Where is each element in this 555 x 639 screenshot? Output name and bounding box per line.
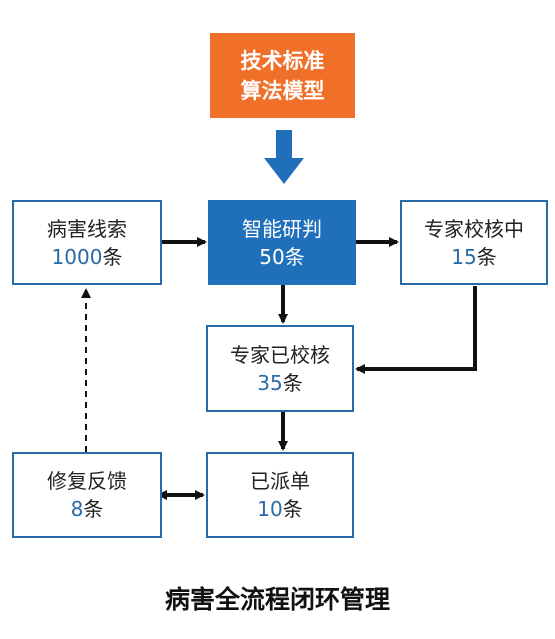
node-count: 15: [451, 244, 477, 269]
node-count: 8: [70, 497, 84, 521]
node-count-line: 1000条: [52, 243, 123, 271]
node-label: 专家校核中: [424, 216, 524, 241]
node-unit: 条: [102, 244, 123, 269]
node-count-line: 8条: [71, 495, 104, 523]
node-unit: 条: [476, 244, 497, 269]
arrow-reviewing-to-reviewed: [355, 286, 477, 374]
standards-models-box: 技术标准 算法模型: [210, 33, 355, 118]
node-unit: 条: [282, 497, 303, 521]
node-count-line: 35条: [257, 369, 302, 397]
node-count: 1000: [51, 244, 103, 269]
node-unit: 条: [83, 497, 104, 521]
standards-label: 技术标准: [240, 48, 325, 73]
node-dispatched: 已派单 10条: [206, 452, 354, 538]
node-unit: 条: [282, 370, 303, 395]
node-expert-reviewed: 专家已校核 35条: [206, 325, 354, 412]
node-disease-clues: 病害线索 1000条: [12, 200, 162, 285]
node-smart-judgment: 智能研判 50条: [208, 200, 356, 285]
node-label: 已派单: [250, 469, 310, 493]
node-count-line: 50条: [259, 243, 304, 271]
node-count-line: 15条: [451, 243, 496, 271]
node-count: 50: [259, 244, 285, 269]
models-label: 算法模型: [240, 78, 325, 103]
node-repair-feedback: 修复反馈 8条: [12, 452, 162, 538]
input-arrow: [264, 130, 304, 184]
node-count: 10: [257, 497, 283, 521]
node-count: 35: [257, 370, 283, 395]
node-expert-reviewing: 专家校核中 15条: [400, 200, 548, 285]
node-count-line: 10条: [257, 495, 302, 523]
node-label: 智能研判: [242, 216, 322, 241]
node-label: 专家已校核: [230, 342, 330, 367]
node-label: 修复反馈: [47, 469, 127, 493]
node-label: 病害线索: [47, 216, 127, 241]
node-unit: 条: [284, 244, 305, 269]
diagram-title: 病害全流程闭环管理: [164, 585, 390, 614]
